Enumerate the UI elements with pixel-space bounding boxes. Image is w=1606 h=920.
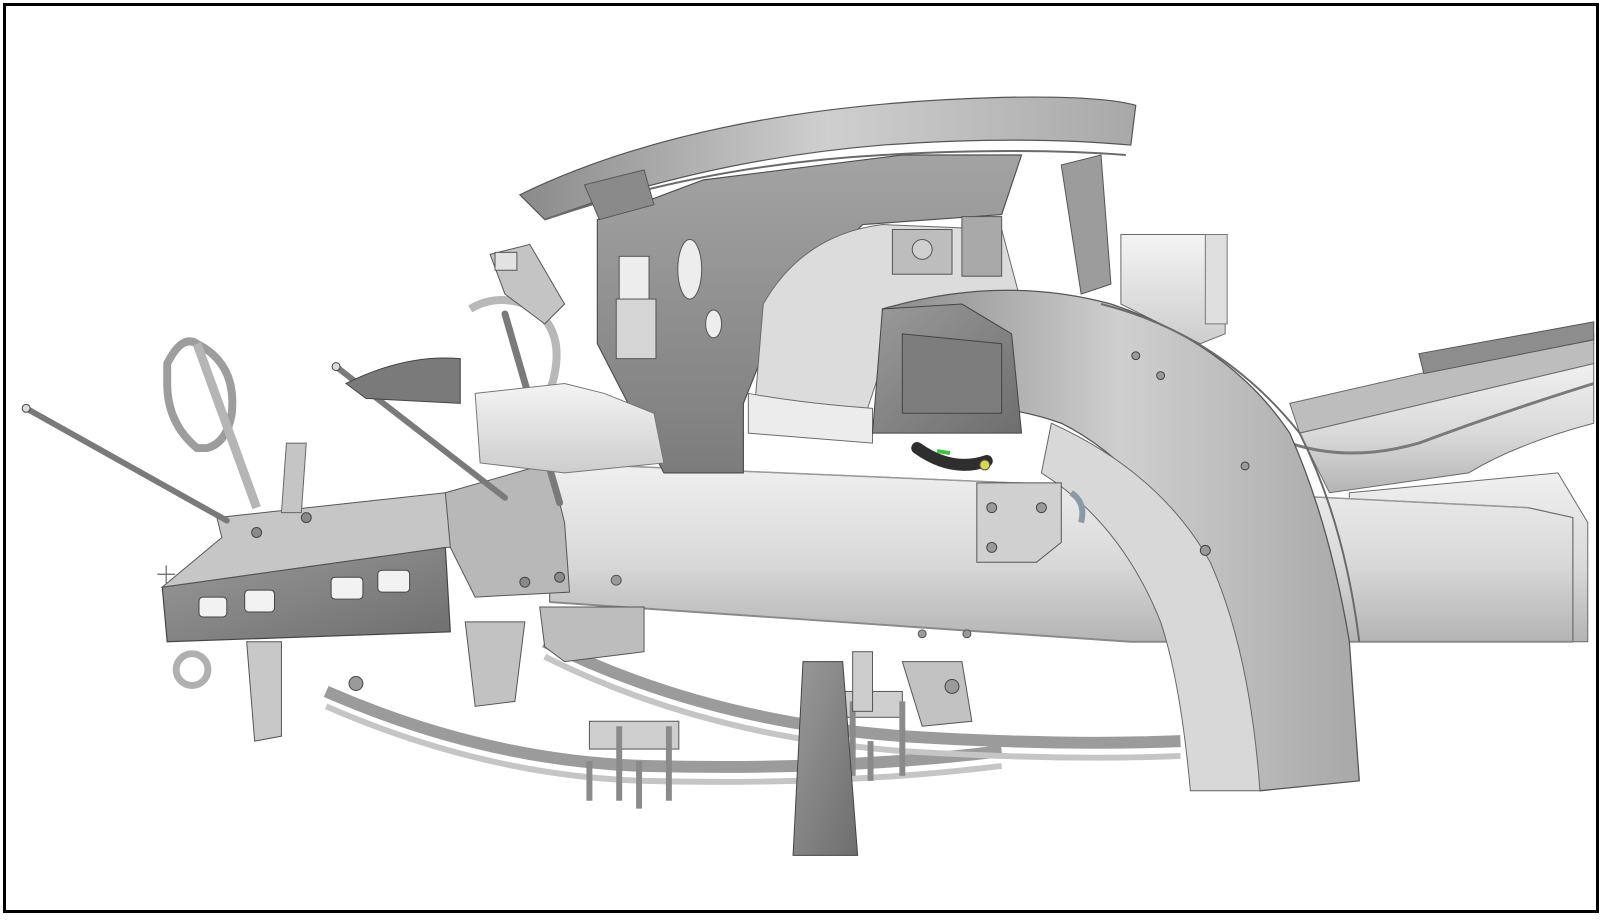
- spring-hangers: [172, 606, 973, 742]
- front-tank: [474, 382, 665, 474]
- center-drop-column: [792, 651, 874, 856]
- cab-roof-arc: [518, 96, 1137, 295]
- upper-hinge-bracket: [489, 243, 566, 325]
- chassis-illustration: [21, 96, 1595, 856]
- hoop-brackets: [163, 296, 561, 514]
- front-fender-flap: [345, 357, 461, 404]
- mid-frame-bracket: [976, 482, 1086, 563]
- leaf-springs: [323, 636, 1181, 785]
- crosshair-marker-icon: [157, 565, 176, 584]
- front-frame-member: [160, 492, 471, 643]
- rear-wheel-house: [871, 289, 1361, 792]
- accent-hose: [911, 442, 993, 471]
- cab-rear-bulkhead: [596, 154, 1023, 474]
- diagram-frame: [3, 3, 1599, 913]
- cab-corner-pillar: [1120, 233, 1228, 345]
